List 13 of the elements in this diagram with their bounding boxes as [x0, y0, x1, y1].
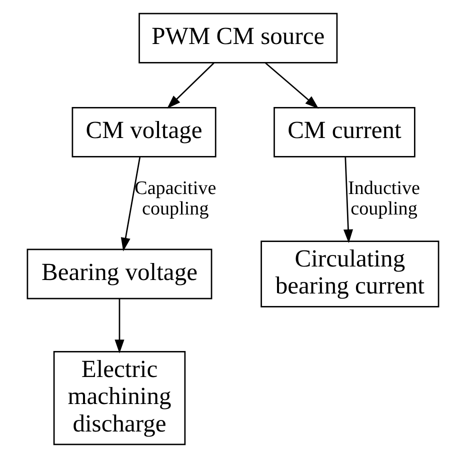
node-box: CM voltage [71, 106, 216, 158]
arrow [264, 62, 318, 109]
arrow [166, 62, 214, 108]
node-box: CM current [273, 106, 415, 158]
node-box: Electric machining discharge [52, 351, 186, 446]
edge-label: Capacitive coupling [134, 178, 216, 220]
edge-label: Inductive coupling [347, 178, 420, 220]
node-box: Circulating bearing current [260, 240, 439, 308]
arrow [114, 298, 124, 354]
node-box: PWM CM source [138, 12, 338, 64]
arrow [120, 157, 140, 252]
arrow [342, 157, 352, 244]
node-box: Bearing voltage [26, 248, 212, 300]
